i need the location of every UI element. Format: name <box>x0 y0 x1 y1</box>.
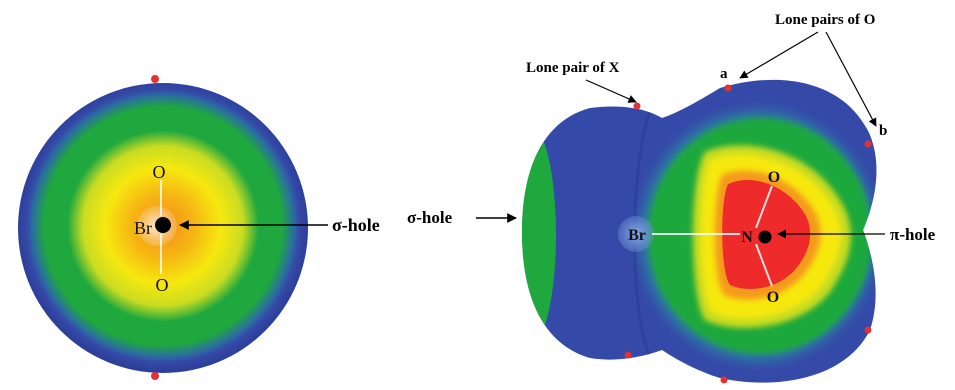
right-lone-pair-x-dot-bottom <box>624 351 632 359</box>
right-lone-pairs-o-label: Lone pairs of O <box>775 12 875 28</box>
left-oxygen-bottom-label: O <box>156 275 169 295</box>
right-lone-pair-x-arrow <box>585 79 637 103</box>
right-nitrogen-label: N <box>741 229 753 246</box>
right-lone-pairs-o-arrow-b <box>825 31 877 127</box>
right-lone-pair-a-dot-top <box>724 84 732 92</box>
right-pi-hole-dot <box>758 230 772 244</box>
right-lone-pair-x-dot-top <box>633 102 641 110</box>
left-sigma-hole-dot <box>155 217 171 233</box>
right-oxygen-top-label: O <box>768 169 780 186</box>
right-lone-pair-x-label: Lone pair of X <box>526 60 620 76</box>
left-sigma-hole-label: σ-hole <box>332 215 380 235</box>
right-bond-n-o-top <box>755 185 773 229</box>
right-esp-surface <box>522 79 877 383</box>
right-lone-pairs-o-arrow-a <box>739 31 819 79</box>
right-lone-pair-a-label: a <box>720 66 728 82</box>
right-pi-hole-label: π-hole <box>890 225 936 244</box>
right-lone-pair-a-dot-bottom <box>720 376 728 384</box>
left-bromine-label: Br <box>134 218 152 238</box>
right-oxygen-bottom-label: O <box>767 289 779 306</box>
right-bond-n-o-bottom <box>755 243 773 287</box>
right-lone-pair-b-dot-bottom <box>864 326 872 334</box>
left-lone-pair-dot-top <box>151 75 159 83</box>
left-molecule: O Br O σ-hole <box>18 75 380 380</box>
right-bromine-label: Br <box>628 227 646 244</box>
right-sigma-hole-label: σ-hole <box>407 208 453 227</box>
right-molecule: Br N O O σ-hole π-hole Lone pair of X Lo… <box>407 12 936 384</box>
left-oxygen-top-label: O <box>153 162 166 182</box>
left-lone-pair-dot-bottom <box>151 372 159 380</box>
right-bromine-glow <box>618 216 654 252</box>
right-lone-pair-b-dot-top <box>864 140 872 148</box>
right-lone-pair-b-label: b <box>879 123 887 139</box>
